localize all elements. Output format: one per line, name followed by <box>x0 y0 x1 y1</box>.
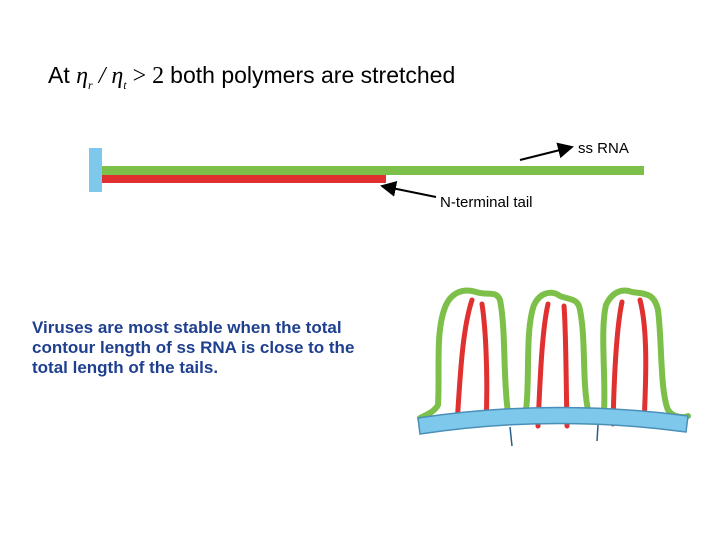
tail-2 <box>479 301 490 427</box>
ratio-formula: ηr / ηt > 2 <box>76 63 170 92</box>
eta-t-subscript: t <box>123 77 127 92</box>
title-prefix: At <box>48 62 70 88</box>
ss-rna-strand <box>102 166 644 175</box>
tail-6 <box>637 297 649 427</box>
capsid-wall-bar <box>89 148 102 192</box>
title-suffix: both polymers are stretched <box>170 62 456 88</box>
ratio-slash: / <box>98 63 106 89</box>
capsid-illustration <box>417 287 691 447</box>
tail-5 <box>610 299 625 427</box>
capsid-segment-divider-2 <box>596 424 599 442</box>
ss-rna-arrow <box>519 142 574 161</box>
ratio-comparison: > 2 <box>132 63 165 89</box>
tail-1 <box>454 297 475 427</box>
n-terminal-tail-label: N-terminal tail <box>440 194 533 211</box>
ss-rna-folded-loops <box>417 287 691 421</box>
capsid-base <box>417 406 689 435</box>
n-terminal-tail-strand <box>102 175 386 183</box>
capsid-segment-divider-1 <box>509 426 513 447</box>
slide-title: At ηr / ηt > 2 both polymers are stretch… <box>48 62 455 93</box>
eta-r-symbol: η <box>76 63 89 89</box>
n-terminal-tail-arrow <box>380 180 437 198</box>
eta-r-subscript: r <box>88 77 93 92</box>
eta-t-symbol: η <box>111 63 124 89</box>
stability-caption: Viruses are most stable when the total c… <box>32 318 355 377</box>
ss-rna-label: ss RNA <box>578 140 629 157</box>
